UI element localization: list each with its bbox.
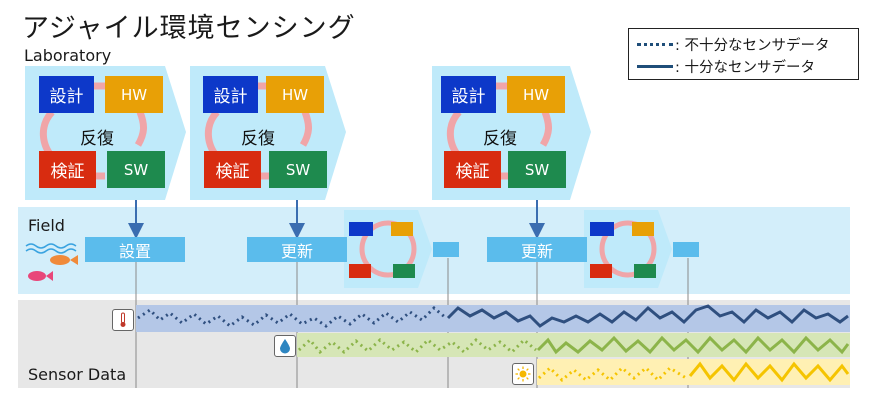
mini-cycle-ring-1 — [359, 220, 417, 278]
mini-sw-box-1 — [393, 264, 415, 278]
install-bar: 設置 — [85, 237, 185, 262]
legend-label-sufficient: : 十分なセンサデータ — [675, 60, 815, 76]
dotted-line-swatch — [637, 43, 673, 46]
legend: : 不十分なセンサデータ : 十分なセンサデータ — [628, 28, 859, 80]
mini-hw-box-1 — [391, 222, 413, 236]
lane-label-field: Field — [28, 216, 65, 235]
verify-box-1: 検証 — [39, 151, 96, 188]
sensor-line-temperature-dotted — [137, 305, 447, 328]
mini-cycle-ring-2 — [599, 220, 657, 278]
iterate-label-3: 反復 — [483, 129, 517, 149]
sun-icon — [512, 363, 534, 385]
sw-box-3: SW — [508, 151, 566, 188]
lane-label-sensor-data: Sensor Data — [28, 365, 127, 384]
water-wave-icon-2 — [25, 248, 77, 254]
sensor-line-light-solid — [688, 361, 850, 383]
update-bar-1: 更新 — [247, 237, 347, 262]
mini-design-box-1 — [349, 222, 373, 236]
legend-item-insufficient: : 不十分なセンサデータ — [637, 34, 830, 55]
sensor-line-light-dotted — [537, 365, 687, 383]
sensor-line-temperature-solid — [446, 304, 849, 328]
iterate-label-1: 反復 — [80, 129, 114, 149]
page-title: アジャイル環境センシング — [22, 13, 356, 44]
hw-box-3: HW — [507, 76, 565, 113]
hw-box-2: HW — [266, 76, 324, 113]
hw-box-1: HW — [105, 76, 163, 113]
lane-label-laboratory: Laboratory — [24, 46, 112, 65]
design-box-1: 設計 — [39, 76, 94, 113]
sensor-line-water-solid — [536, 335, 850, 355]
design-box-2: 設計 — [203, 76, 258, 113]
verify-box-3: 検証 — [444, 151, 501, 188]
solid-line-swatch — [637, 65, 673, 68]
iterate-label-2: 反復 — [241, 129, 275, 149]
sw-box-2: SW — [269, 151, 327, 188]
mini-hw-box-2 — [632, 222, 654, 236]
mini-sw-box-2 — [634, 264, 656, 278]
update-bar-2: 更新 — [487, 237, 587, 262]
mini-design-box-2 — [590, 222, 614, 236]
deploy-marker-2 — [673, 242, 699, 257]
sw-box-1: SW — [107, 151, 165, 188]
verify-box-2: 検証 — [204, 151, 261, 188]
legend-item-sufficient: : 十分なセンサデータ — [637, 56, 815, 77]
legend-label-insufficient: : 不十分なセンサデータ — [675, 38, 830, 54]
water-drop-icon — [274, 335, 296, 357]
deploy-marker-1 — [433, 242, 459, 257]
fish-icon — [28, 255, 78, 281]
design-box-3: 設計 — [441, 76, 496, 113]
mini-verify-box-2 — [590, 264, 612, 278]
water-wave-icon — [25, 243, 77, 249]
mini-verify-box-1 — [349, 264, 371, 278]
thermometer-icon — [112, 309, 134, 331]
